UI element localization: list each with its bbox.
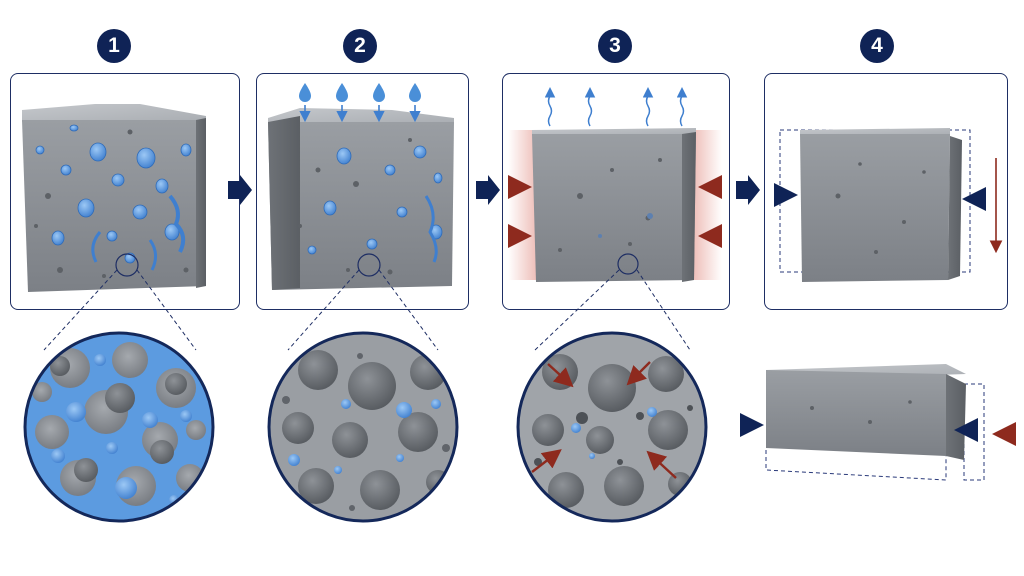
step-3-badge: 3 (598, 29, 632, 63)
shrunk-beam (740, 364, 1016, 481)
block-3-shrinking (508, 87, 722, 282)
evaporation-arrow-icon (544, 87, 688, 127)
block-2-drying (268, 83, 454, 290)
step-2-badge: 2 (343, 29, 377, 63)
capillary-stress-arrows (531, 361, 677, 479)
magnify-circle-2 (357, 253, 381, 277)
step-arrow-icon (228, 175, 760, 205)
magnify-circle-1 (115, 253, 139, 277)
microstructure-disc-3 (516, 331, 708, 523)
magnify-circle-3 (617, 253, 639, 275)
block-1-saturated (22, 104, 206, 292)
block-4-shrunk (774, 128, 1003, 282)
step-1-badge: 1 (97, 29, 131, 63)
microstructure-disc-1 (23, 331, 215, 523)
magnifier-guides (43, 269, 691, 351)
step-4-badge: 4 (860, 29, 894, 63)
microstructure-disc-2 (267, 331, 459, 523)
water-drop-icon (299, 83, 421, 123)
step-4-shrink-arrows (774, 183, 986, 211)
compression-arrow-icon (508, 175, 722, 248)
